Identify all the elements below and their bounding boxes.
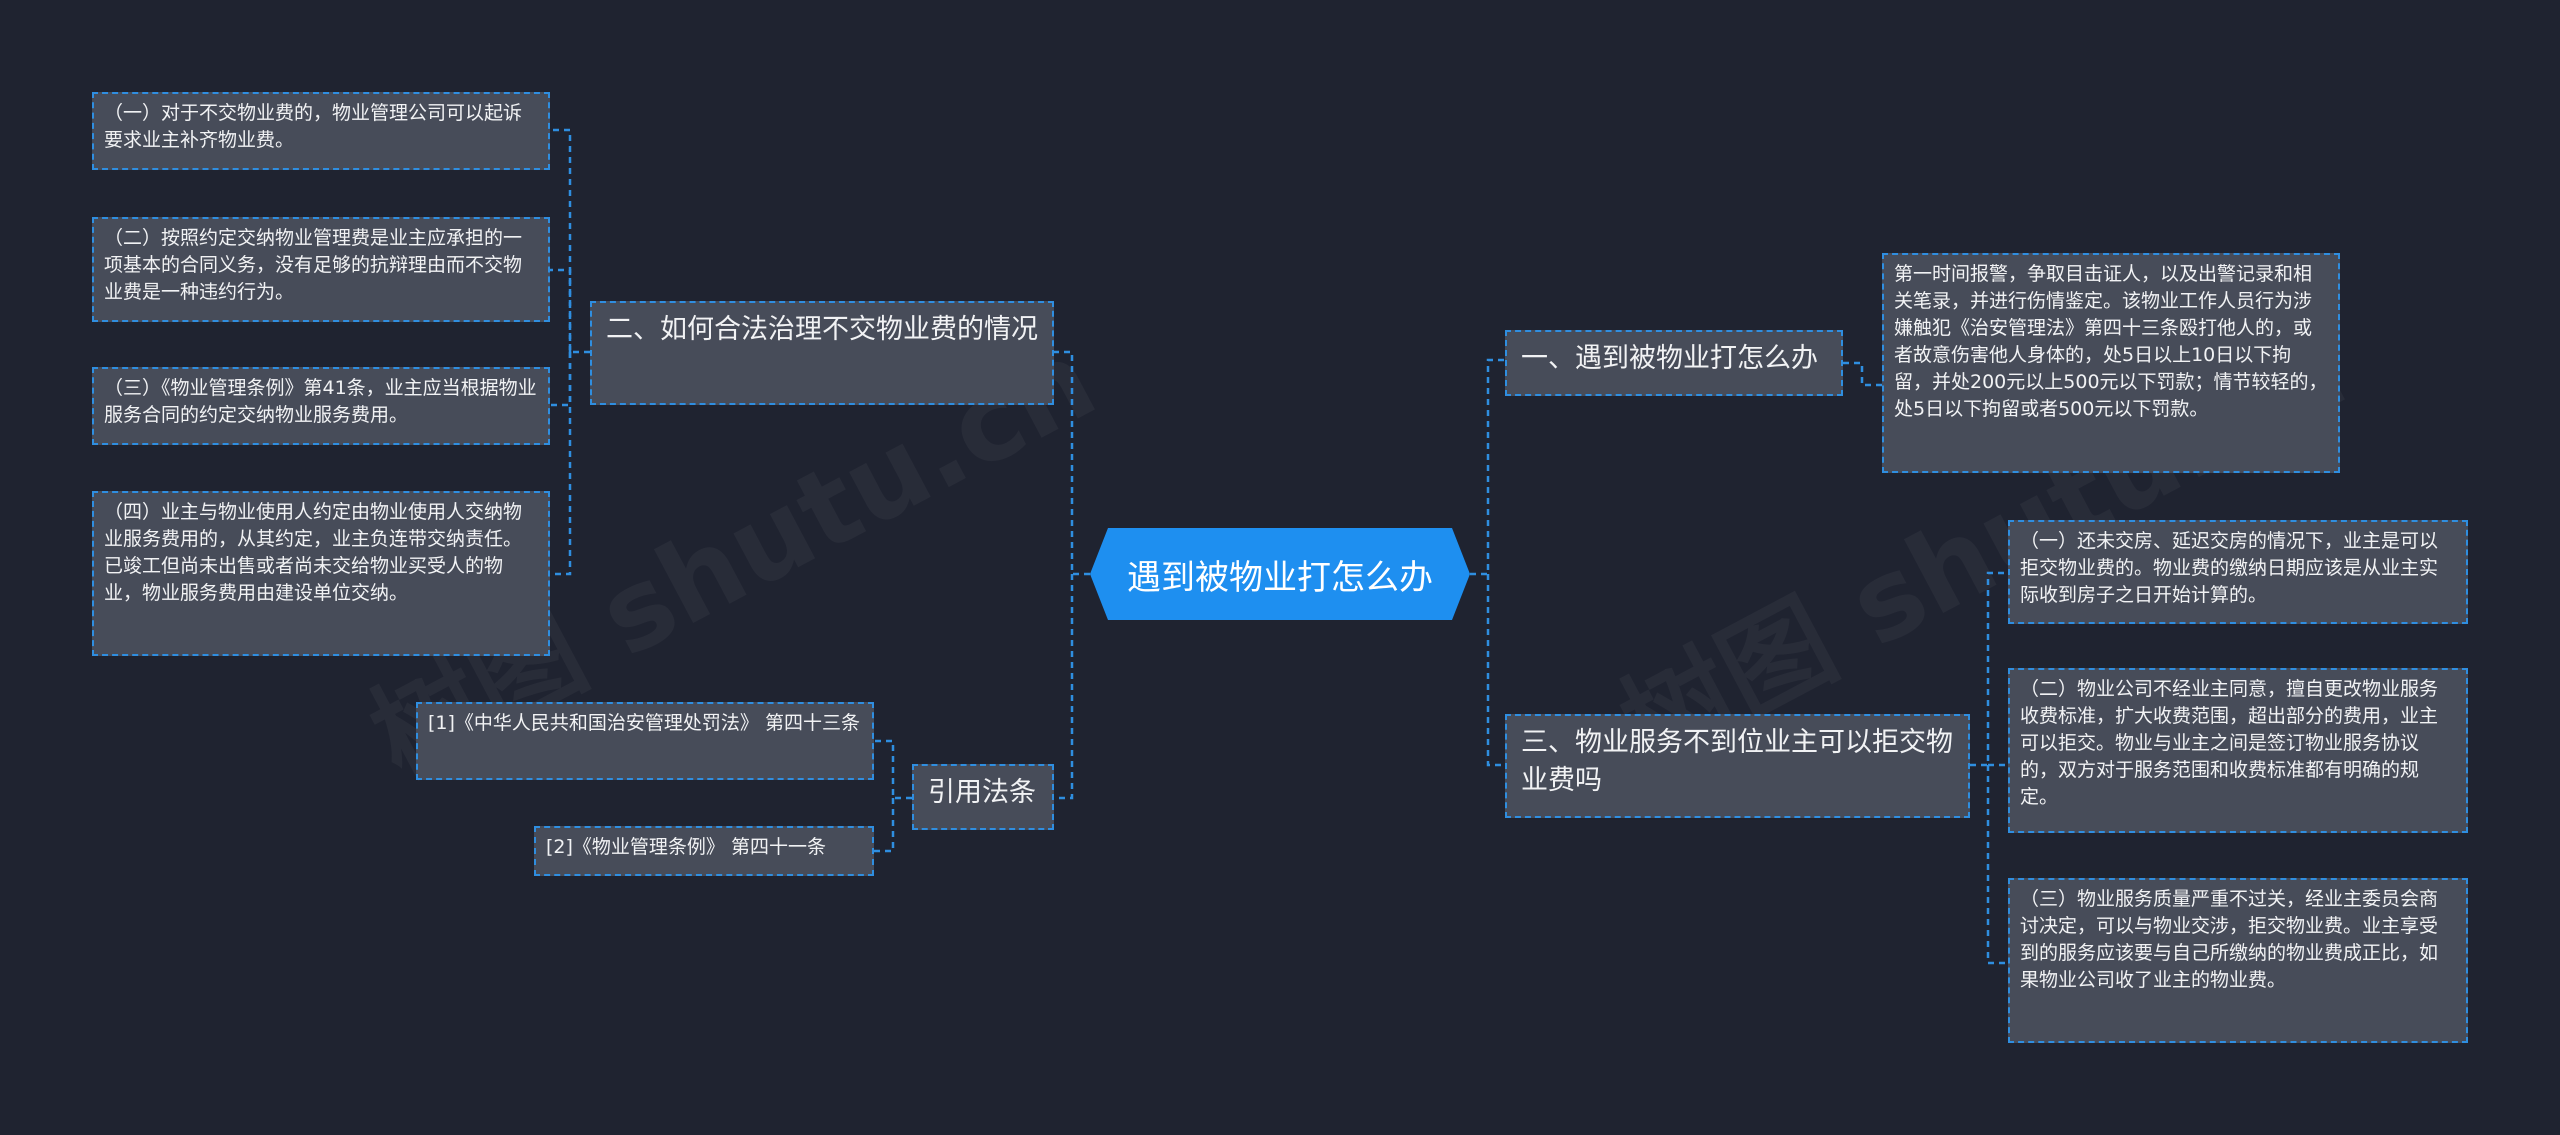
leaf-node[interactable]: （一）对于不交物业费的，物业管理公司可以起诉要求业主补齐物业费。: [92, 92, 550, 170]
leaf-node[interactable]: （三）物业服务质量严重不过关，经业主委员会商讨决定，可以与物业交涉，拒交物业费。…: [2008, 878, 2468, 1043]
leaf-text: [1]《中华人民共和国治安管理处罚法》 第四十三条: [428, 712, 860, 734]
connector: [1470, 358, 1505, 576]
connector: [1970, 571, 2008, 767]
leaf-text: [2]《物业管理条例》 第四十一条: [546, 836, 826, 858]
connector: [874, 798, 895, 853]
branch-title: 二、如何合法治理不交物业费的情况: [606, 314, 1038, 345]
leaf-node[interactable]: 第一时间报警，争取目击证人，以及出警记录和相关笔录，并进行伤情鉴定。该物业工作人…: [1882, 253, 2340, 473]
connector: [1986, 765, 2008, 965]
connector: [1054, 350, 1090, 576]
leaf-node[interactable]: （二）物业公司不经业主同意，擅自更改物业服务收费标准，扩大收费范围，超出部分的费…: [2008, 668, 2468, 833]
leaf-node[interactable]: [1]《中华人民共和国治安管理处罚法》 第四十三条: [416, 702, 874, 780]
leaf-text: （一）还未交房、延迟交房的情况下，业主是可以拒交物业费的。物业费的缴纳日期应该是…: [2020, 530, 2439, 606]
leaf-text: （四）业主与物业使用人约定由物业使用人交纳物业服务费用的，从其约定，业主负连带交…: [104, 501, 523, 604]
leaf-text: （三）《物业管理条例》第41条，业主应当根据物业服务合同的约定交纳物业服务费用。: [104, 377, 537, 426]
leaf-text: 第一时间报警，争取目击证人，以及出警记录和相关笔录，并进行伤情鉴定。该物业工作人…: [1894, 263, 2328, 420]
leaf-text: （二）按照约定交纳物业管理费是业主应承担的一项基本的合同义务，没有足够的抗辩理由…: [104, 227, 523, 303]
leaf-node[interactable]: （二）按照约定交纳物业管理费是业主应承担的一项基本的合同义务，没有足够的抗辩理由…: [92, 217, 550, 322]
leaf-text: （二）物业公司不经业主同意，擅自更改物业服务收费标准，扩大收费范围，超出部分的费…: [2020, 678, 2439, 808]
connector: [1054, 574, 1074, 800]
branch-title: 一、遇到被物业打怎么办: [1521, 343, 1818, 374]
branch-node-3[interactable]: 三、物业服务不到位业主可以拒交物业费吗: [1505, 714, 1970, 818]
connector: [550, 352, 572, 407]
branch-title: 引用法条: [928, 777, 1036, 808]
connector: [1486, 574, 1505, 767]
connector: [874, 739, 912, 800]
connector: [550, 352, 572, 576]
leaf-text: （一）对于不交物业费的，物业管理公司可以起诉要求业主补齐物业费。: [104, 102, 523, 151]
branch-node-2[interactable]: 二、如何合法治理不交物业费的情况: [590, 301, 1054, 405]
root-title: 遇到被物业打怎么办: [1127, 557, 1433, 598]
branch-node-4[interactable]: 引用法条: [912, 764, 1054, 830]
leaf-node[interactable]: [2]《物业管理条例》 第四十一条: [534, 826, 874, 876]
leaf-node[interactable]: （一）还未交房、延迟交房的情况下，业主是可以拒交物业费的。物业费的缴纳日期应该是…: [2008, 520, 2468, 624]
leaf-text: （三）物业服务质量严重不过关，经业主委员会商讨决定，可以与物业交涉，拒交物业费。…: [2020, 888, 2439, 991]
leaf-node[interactable]: （三）《物业管理条例》第41条，业主应当根据物业服务合同的约定交纳物业服务费用。: [92, 367, 550, 445]
branch-title: 三、物业服务不到位业主可以拒交物业费吗: [1521, 727, 1953, 796]
connector: [550, 268, 572, 352]
leaf-node[interactable]: （四）业主与物业使用人约定由物业使用人交纳物业服务费用的，从其约定，业主负连带交…: [92, 491, 550, 656]
connector: [1843, 361, 1882, 387]
branch-node-1[interactable]: 一、遇到被物业打怎么办: [1505, 330, 1843, 396]
root-node[interactable]: 遇到被物业打怎么办: [1090, 528, 1470, 620]
